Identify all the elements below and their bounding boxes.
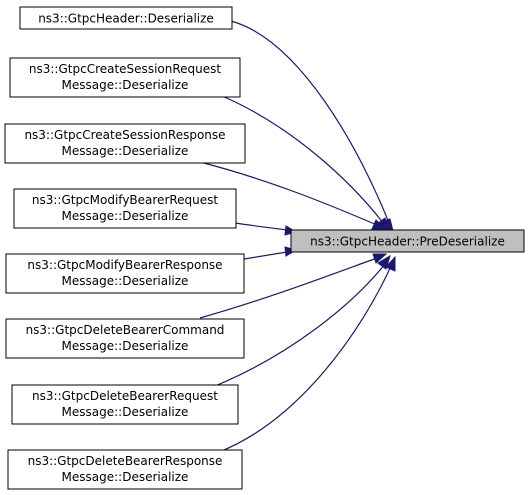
- node-caller-box: [9, 57, 241, 98]
- node-target-box: [290, 229, 525, 253]
- node-caller-box: [7, 449, 243, 490]
- node-caller-box: [13, 188, 237, 229]
- edge-caller-6: [214, 263, 386, 387]
- node-caller-box: [5, 253, 245, 294]
- node-caller-label-line1: ns3::GtpcModifyBearerRequest: [32, 193, 219, 207]
- node-caller-box: [19, 6, 233, 30]
- node-caller-box: [5, 318, 245, 359]
- edge-caller-4: [243, 251, 288, 260]
- node-caller-label-line2: Message::Deserialize: [62, 405, 189, 419]
- node-caller-box: [11, 384, 239, 425]
- node-caller-label: ns3::GtpcHeader::Deserialize: [38, 12, 214, 26]
- node-caller-label-line2: Message::Deserialize: [62, 274, 189, 288]
- edge-caller-3: [234, 222, 288, 231]
- node-caller-3[interactable]: ns3::GtpcModifyBearerRequest Message::De…: [13, 188, 237, 229]
- node-caller-box: [4, 123, 246, 164]
- edge-caller-7: [218, 265, 392, 453]
- node-target[interactable]: ns3::GtpcHeader::PreDeserialize: [290, 229, 525, 253]
- node-caller-2[interactable]: ns3::GtpcCreateSessionResponse Message::…: [4, 123, 246, 164]
- node-caller-label-line2: Message::Deserialize: [62, 339, 189, 353]
- edge-caller-2: [199, 161, 378, 226]
- edge-caller-5: [199, 257, 378, 319]
- node-caller-label-line2: Message::Deserialize: [62, 209, 189, 223]
- node-caller-label-line2: Message::Deserialize: [62, 78, 189, 92]
- node-caller-label-line1: ns3::GtpcDeleteBearerResponse: [28, 454, 223, 468]
- node-caller-4[interactable]: ns3::GtpcModifyBearerResponse Message::D…: [5, 253, 245, 294]
- node-caller-label-line1: ns3::GtpcCreateSessionRequest: [29, 62, 221, 76]
- edge-arrow-7: [385, 255, 396, 272]
- node-caller-6[interactable]: ns3::GtpcDeleteBearerRequest Message::De…: [11, 384, 239, 425]
- node-caller-0[interactable]: ns3::GtpcHeader::Deserialize: [19, 6, 233, 30]
- edge-caller-1: [221, 95, 385, 225]
- node-caller-label-line1: ns3::GtpcDeleteBearerRequest: [32, 389, 218, 403]
- node-caller-label-line1: ns3::GtpcModifyBearerResponse: [27, 258, 222, 272]
- node-caller-7[interactable]: ns3::GtpcDeleteBearerResponse Message::D…: [7, 449, 243, 490]
- node-caller-label-line2: Message::Deserialize: [62, 144, 189, 158]
- edge-arrow-5: [372, 253, 388, 264]
- node-caller-1[interactable]: ns3::GtpcCreateSessionRequest Message::D…: [9, 57, 241, 98]
- edge-caller-0: [230, 20, 390, 224]
- node-caller-label-line1: ns3::GtpcCreateSessionResponse: [24, 128, 225, 142]
- node-target-label: ns3::GtpcHeader::PreDeserialize: [310, 235, 505, 249]
- node-caller-5[interactable]: ns3::GtpcDeleteBearerCommand Message::De…: [5, 318, 245, 359]
- node-caller-label-line1: ns3::GtpcDeleteBearerCommand: [26, 323, 225, 337]
- node-caller-label-line2: Message::Deserialize: [62, 470, 189, 484]
